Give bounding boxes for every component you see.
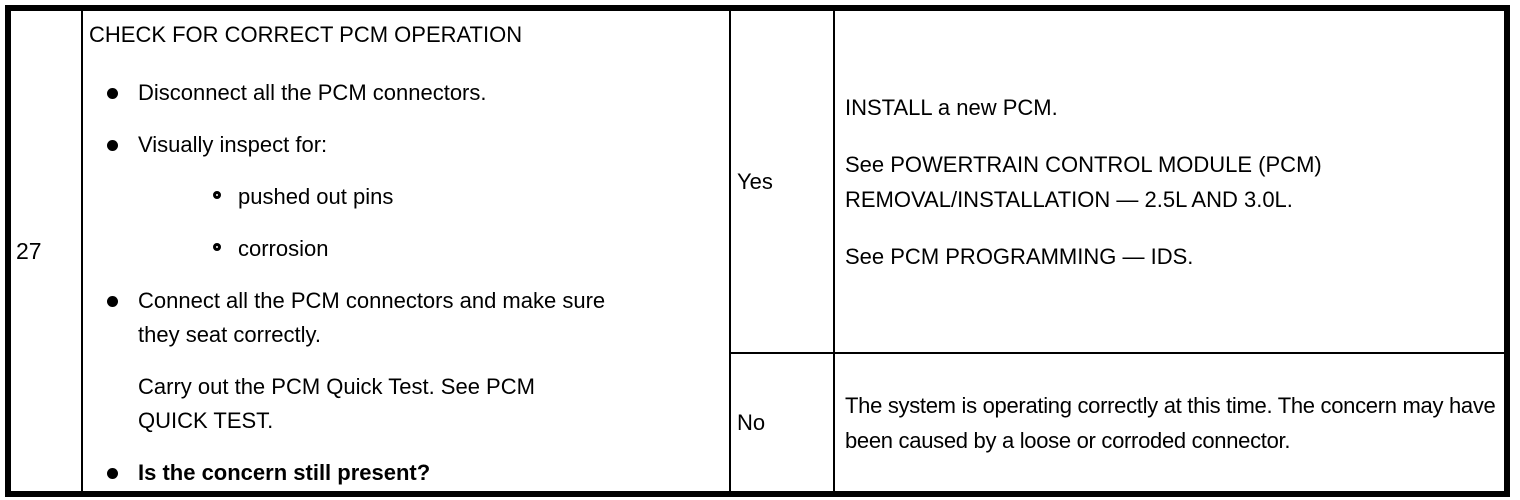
hollow-bullet-icon	[213, 243, 221, 251]
bullet-item-disconnect: Disconnect all the PCM connectors.	[89, 76, 721, 110]
quick-test-paragraph: Carry out the PCM Quick Test. See PCM QU…	[138, 374, 535, 433]
question-text: Is the concern still present?	[138, 460, 431, 485]
result-no-text: The system is operating correctly at thi…	[845, 392, 1496, 453]
bullet-icon	[107, 296, 118, 307]
result-yes-line-1: INSTALL a new PCM.	[845, 94, 1058, 120]
result-yes-line-2: See POWERTRAIN CONTROL MODULE (PCM) REMO…	[845, 151, 1322, 212]
bullet-icon	[107, 140, 118, 151]
result-yes-cell: INSTALL a new PCM. See POWERTRAIN CONTRO…	[835, 11, 1504, 352]
bullet-icon	[107, 88, 118, 99]
sub-bullet-item-pins: pushed out pins	[89, 180, 721, 214]
result-no-cell: The system is operating correctly at thi…	[835, 352, 1504, 491]
answer-yes-cell: Yes	[731, 11, 835, 352]
bullet-item-inspect: Visually inspect for:	[89, 128, 721, 162]
action-title: CHECK FOR CORRECT PCM OPERATION	[89, 22, 523, 47]
answer-no-label: No	[737, 409, 766, 435]
sub-bullet-text: pushed out pins	[238, 184, 394, 209]
table-grid: 27 CHECK FOR CORRECT PCM OPERATION Disco…	[11, 11, 1504, 491]
bullet-icon	[107, 468, 118, 479]
bullet-text: Disconnect all the PCM connectors.	[138, 80, 487, 105]
bullet-text: Visually inspect for:	[138, 132, 328, 157]
pinpoint-test-table: 27 CHECK FOR CORRECT PCM OPERATION Disco…	[5, 5, 1510, 497]
step-number-cell: 27	[11, 11, 83, 491]
result-yes-line-3: See PCM PROGRAMMING — IDS.	[845, 243, 1194, 269]
hollow-bullet-icon	[213, 191, 221, 199]
sub-bullet-text: corrosion	[238, 236, 329, 261]
answer-no-cell: No	[731, 352, 835, 491]
action-cell: CHECK FOR CORRECT PCM OPERATION Disconne…	[83, 11, 731, 491]
answer-yes-label: Yes	[737, 168, 773, 194]
bullet-text: Connect all the PCM connectors and make …	[138, 288, 606, 347]
bullet-item-connect: Connect all the PCM connectors and make …	[89, 284, 721, 352]
sub-bullet-item-corrosion: corrosion	[89, 232, 721, 266]
bullet-item-question: Is the concern still present?	[89, 456, 721, 490]
step-number: 27	[16, 237, 42, 264]
